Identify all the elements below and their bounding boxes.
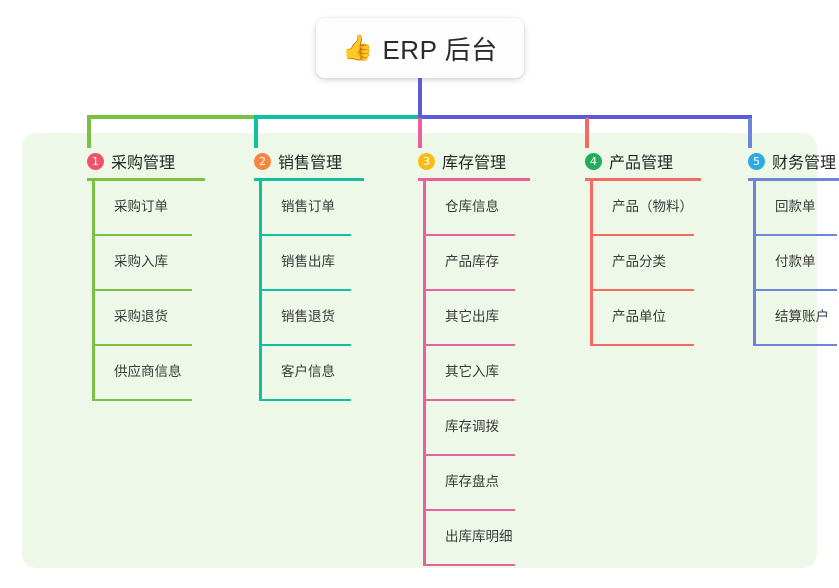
- leaf-item-label: 库存盘点: [445, 474, 499, 489]
- column-underline: [87, 178, 205, 181]
- leaf-item-label: 结算账户: [775, 309, 829, 324]
- leaf-item-underline: [423, 344, 515, 346]
- column-spine-connector: [423, 181, 426, 566]
- column-underline: [585, 178, 701, 181]
- leaf-item-label: 客户信息: [281, 364, 335, 379]
- column-header-2[interactable]: 2 销售管理: [254, 148, 342, 174]
- column-stub-connector: [418, 118, 422, 148]
- leaf-item-underline: [590, 344, 694, 346]
- column-header-3[interactable]: 3 库存管理: [418, 148, 506, 174]
- leaf-item-label: 其它出库: [445, 309, 499, 324]
- leaf-item-underline: [423, 399, 515, 401]
- column-title: 库存管理: [442, 155, 507, 172]
- leaf-item-label: 产品库存: [445, 254, 499, 269]
- column-title: 财务管理: [772, 155, 837, 172]
- leaf-item-underline: [423, 509, 515, 511]
- leaf-item-label: 库存调拨: [445, 419, 499, 434]
- leaf-item-label: 产品分类: [612, 254, 666, 269]
- leaf-item-label: 仓库信息: [445, 199, 499, 214]
- leaf-item-underline: [259, 234, 351, 236]
- column-stub-connector: [748, 118, 752, 148]
- column-underline: [748, 178, 839, 181]
- leaf-item-underline: [92, 289, 192, 291]
- leaf-item-underline: [92, 344, 192, 346]
- bus-segment-left: [87, 115, 254, 119]
- column-stub-connector: [585, 118, 589, 148]
- leaf-item-label: 采购订单: [114, 199, 168, 214]
- leaf-item-label: 采购入库: [114, 254, 168, 269]
- leaf-item-label: 产品单位: [612, 309, 666, 324]
- leaf-item-underline: [259, 289, 351, 291]
- column-index-badge: 2: [254, 152, 271, 170]
- leaf-item-label: 其它入库: [445, 364, 499, 379]
- column-index-badge: 4: [585, 152, 602, 170]
- column-spine-connector: [753, 181, 756, 346]
- column-spine-connector: [590, 181, 593, 346]
- diagram-background-panel: [22, 133, 817, 568]
- leaf-item-underline: [92, 399, 192, 401]
- thumbs-up-emoji: 👍: [342, 33, 374, 62]
- bus-segment-middle: [254, 115, 418, 119]
- leaf-item-label: 付款单: [775, 254, 816, 269]
- leaf-item-label: 销售出库: [281, 254, 335, 269]
- root-title: ERP 后台: [382, 34, 498, 65]
- leaf-item-label: 供应商信息: [114, 364, 182, 379]
- column-title: 产品管理: [609, 155, 674, 172]
- leaf-item-underline: [423, 564, 515, 566]
- column-underline: [254, 178, 364, 181]
- leaf-item-label: 销售退货: [281, 309, 335, 324]
- column-header-4[interactable]: 4 产品管理: [585, 148, 673, 174]
- leaf-item-underline: [92, 234, 192, 236]
- leaf-item-underline: [590, 289, 694, 291]
- root-node[interactable]: 👍 ERP 后台: [316, 18, 524, 78]
- leaf-item-underline: [753, 289, 837, 291]
- column-spine-connector: [92, 181, 95, 401]
- column-header-5[interactable]: 5 财务管理: [748, 148, 836, 174]
- bus-segment-right: [418, 115, 752, 119]
- leaf-item-underline: [423, 454, 515, 456]
- leaf-item-underline: [423, 234, 515, 236]
- root-trunk-connector: [418, 78, 422, 118]
- leaf-item-label: 销售订单: [281, 199, 335, 214]
- column-underline: [418, 178, 530, 181]
- column-stub-connector: [87, 118, 91, 148]
- leaf-item-underline: [753, 344, 837, 346]
- column-index-badge: 3: [418, 152, 435, 170]
- leaf-item-label: 采购退货: [114, 309, 168, 324]
- leaf-item-underline: [590, 234, 694, 236]
- leaf-item-label: 出库库明细: [445, 529, 513, 544]
- leaf-item-underline: [259, 399, 351, 401]
- column-stub-connector: [254, 118, 258, 148]
- column-index-badge: 1: [87, 152, 104, 170]
- leaf-item-underline: [423, 289, 515, 291]
- leaf-item-underline: [753, 234, 837, 236]
- leaf-item-label: 回款单: [775, 199, 816, 214]
- column-spine-connector: [259, 181, 262, 401]
- column-header-1[interactable]: 1 采购管理: [87, 148, 175, 174]
- leaf-item-label: 产品（物料）: [612, 199, 693, 214]
- column-index-badge: 5: [748, 152, 765, 170]
- leaf-item-underline: [259, 344, 351, 346]
- column-title: 销售管理: [278, 155, 343, 172]
- column-title: 采购管理: [111, 155, 176, 172]
